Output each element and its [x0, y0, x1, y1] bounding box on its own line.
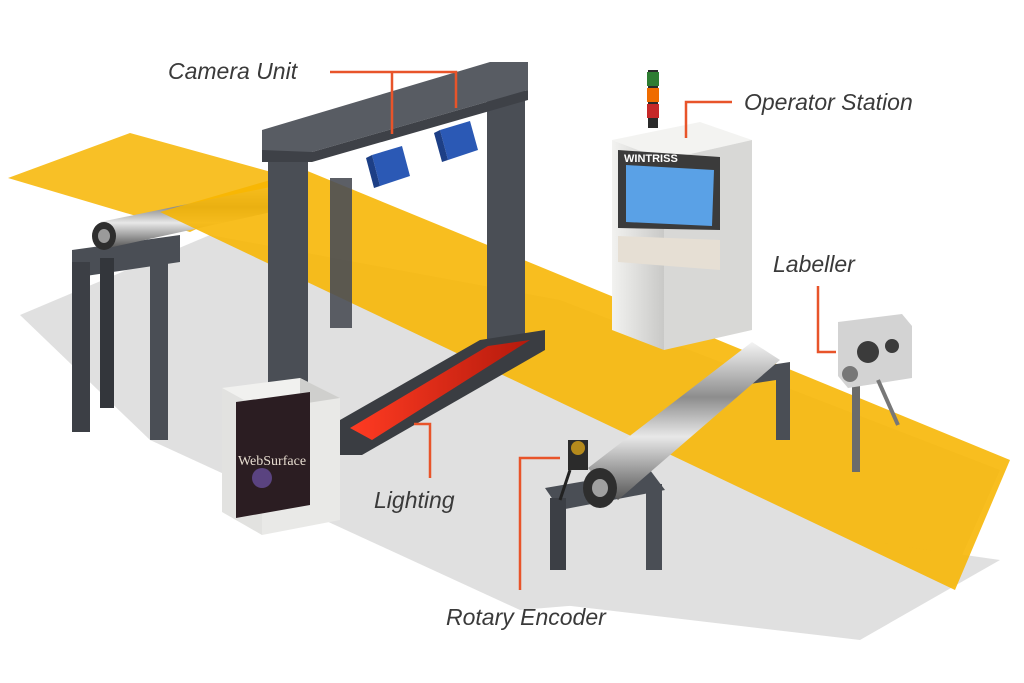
- labeller-callout-line: [816, 286, 836, 354]
- rotary-encoder-label: Rotary Encoder: [446, 604, 606, 630]
- camera-unit: [366, 121, 478, 188]
- labeller-label: Labeller: [773, 251, 855, 277]
- camera-callout-line: [330, 70, 458, 108]
- labeller: [838, 314, 912, 472]
- lighting-callout-line: [414, 422, 432, 478]
- rotary-encoder: [558, 440, 588, 501]
- camera-unit-label: Camera Unit: [168, 58, 298, 84]
- lighting-bar: [340, 330, 545, 455]
- encoder-callout-line: [518, 456, 560, 590]
- operator-callout-line: [684, 100, 732, 138]
- websurface-cabinet: WebSurface: [222, 378, 340, 535]
- station-brand: WINTRISS: [624, 153, 678, 165]
- operator-station-label: Operator Station: [744, 89, 913, 115]
- callout-lines: [330, 70, 836, 590]
- lighting-label: Lighting: [374, 487, 455, 513]
- right-roller: [583, 342, 780, 508]
- left-roller-stand: [72, 235, 180, 440]
- operator-station: WINTRISS: [612, 70, 752, 350]
- camera-gantry: [262, 62, 528, 390]
- cabinet-logo-text: WebSurface: [238, 454, 306, 469]
- web-material: [160, 170, 1010, 590]
